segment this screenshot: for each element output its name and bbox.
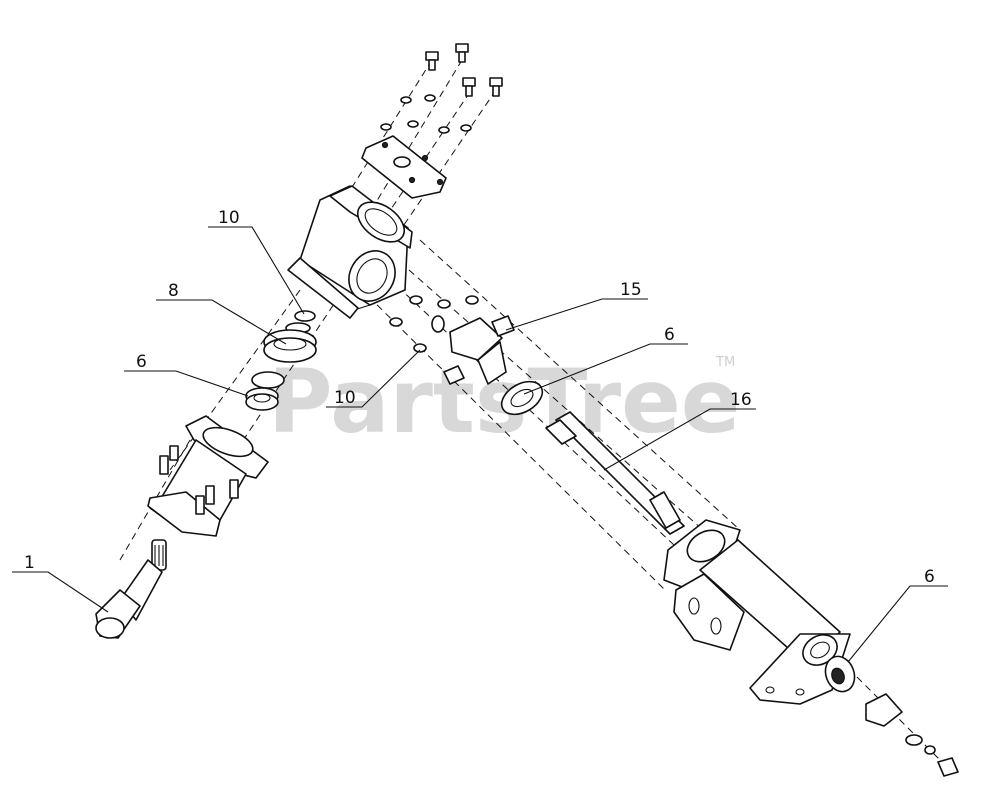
callout-leaders xyxy=(12,226,948,663)
lower-left-bearing-housing xyxy=(147,415,269,537)
left-seal-bearing-stack xyxy=(245,310,317,411)
callout-6-middle: 6 xyxy=(664,325,675,345)
top-cover-plate xyxy=(361,135,447,199)
right-gear-assembly xyxy=(389,295,544,416)
callout-6-right: 6 xyxy=(924,567,935,587)
top-bolts xyxy=(380,43,503,134)
callout-16: 16 xyxy=(730,390,752,410)
callout-8: 8 xyxy=(168,281,179,301)
callout-15: 15 xyxy=(620,280,642,300)
right-tube-housing xyxy=(663,519,851,705)
long-shaft-part-16 xyxy=(545,411,685,535)
callout-10-upper: 10 xyxy=(218,208,240,228)
callout-10-lower: 10 xyxy=(334,388,356,408)
callout-6-left: 6 xyxy=(136,352,147,372)
gearbox-housing xyxy=(287,185,413,319)
callout-1: 1 xyxy=(24,553,35,573)
output-shaft-part-1 xyxy=(95,539,167,639)
right-bearing-hub xyxy=(824,655,959,777)
watermark-trademark: TM xyxy=(715,355,735,370)
callout-labels: 1 6 8 10 10 15 6 16 6 xyxy=(24,208,935,587)
